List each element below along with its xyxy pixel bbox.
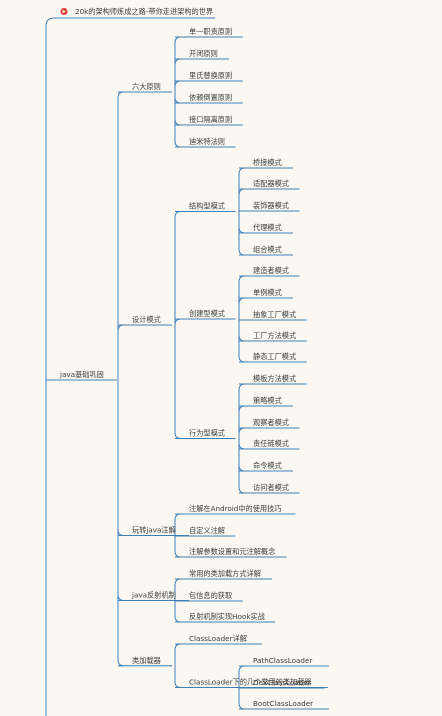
topic-label[interactable]: 创建型模式 bbox=[189, 309, 225, 318]
branch-line bbox=[117, 380, 125, 667]
topic-label[interactable]: 访问者模式 bbox=[253, 483, 289, 492]
topic-label[interactable]: 抽象工厂模式 bbox=[253, 310, 296, 319]
topic-label[interactable]: PathClassLoader bbox=[253, 656, 312, 665]
topic-label[interactable]: 类加载器 bbox=[132, 656, 161, 665]
branch-line bbox=[238, 438, 246, 472]
topic-label[interactable]: 注解在Android中的使用技巧 bbox=[189, 504, 281, 513]
topic-label[interactable]: 模板方法模式 bbox=[253, 374, 296, 383]
topic-nodes: java基础巩固 六大原则 单一职责原则开闭原则里氏替换原则依赖倒置原则接口隔离原则… bbox=[59, 27, 313, 708]
branch-line bbox=[174, 600, 182, 623]
branch-line bbox=[238, 211, 246, 234]
topic-label[interactable]: 命令模式 bbox=[253, 461, 282, 470]
topic-label[interactable]: 代理模式 bbox=[253, 223, 282, 232]
topic-label[interactable]: 单一职责原则 bbox=[189, 27, 232, 36]
branch-line bbox=[174, 211, 182, 325]
root-title: 20k的架构师炼成之路-带你走进架构的世界 bbox=[75, 7, 213, 16]
topic-label[interactable]: 单例模式 bbox=[253, 288, 282, 297]
topic-label[interactable]: 结构型模式 bbox=[189, 202, 225, 211]
topic-label[interactable]: java反射机制 bbox=[131, 591, 176, 600]
play-triangle-icon bbox=[62, 9, 66, 14]
branch-line bbox=[238, 438, 246, 450]
topic-label[interactable]: ClassLoader下的几个常用的类加载器 bbox=[189, 678, 312, 687]
branch-line bbox=[238, 687, 246, 710]
topic-label[interactable]: 责任链模式 bbox=[253, 439, 289, 448]
branch-line bbox=[174, 665, 182, 688]
branch-line bbox=[117, 91, 125, 380]
topic-label[interactable]: BootClassLoader bbox=[253, 699, 313, 708]
topic-label[interactable]: 工厂方法模式 bbox=[253, 331, 296, 340]
topic-label[interactable]: 观察者模式 bbox=[253, 418, 289, 427]
branch-line bbox=[174, 318, 182, 326]
branch-line bbox=[238, 188, 246, 212]
topic-label[interactable]: 常用的类加载方式详解 bbox=[189, 569, 261, 578]
branch-line bbox=[238, 427, 246, 439]
central-topic[interactable]: java基础巩固 bbox=[59, 370, 104, 379]
connector-lines bbox=[45, 17, 329, 716]
topic-label[interactable]: 组合模式 bbox=[253, 245, 282, 254]
branch-line bbox=[174, 58, 182, 92]
branch-line bbox=[117, 324, 125, 380]
branch-line bbox=[238, 297, 246, 319]
topic-label[interactable]: 注解参数设置和元注解概念 bbox=[189, 547, 275, 556]
topic-label[interactable]: ClassLoader详解 bbox=[189, 634, 247, 643]
branch-line bbox=[174, 92, 182, 104]
root-trunk-line bbox=[45, 17, 215, 716]
topic-label[interactable]: 自定义注解 bbox=[189, 526, 225, 535]
topic-label[interactable]: 接口隔离原则 bbox=[189, 115, 232, 124]
branch-line bbox=[174, 92, 182, 126]
branch-line bbox=[174, 535, 182, 558]
topic-label[interactable]: 玩转java注解 bbox=[132, 526, 176, 535]
branch-line bbox=[174, 325, 182, 439]
branch-line bbox=[174, 578, 182, 601]
topic-label[interactable]: DexClassLoader bbox=[253, 678, 311, 687]
root-topic[interactable]: 20k的架构师炼成之路-带你走进架构的世界 bbox=[60, 7, 213, 16]
branch-line bbox=[117, 380, 125, 536]
topic-label[interactable]: 策略模式 bbox=[253, 396, 282, 405]
branch-line bbox=[238, 319, 246, 342]
topic-label[interactable]: 依赖倒置原则 bbox=[189, 93, 232, 102]
branch-line bbox=[238, 405, 246, 439]
topic-label[interactable]: 开闭原则 bbox=[189, 49, 218, 58]
topic-label[interactable]: 装饰器模式 bbox=[253, 201, 289, 210]
topic-label[interactable]: 包信息的获取 bbox=[189, 591, 232, 600]
topic-label[interactable]: 适配器模式 bbox=[253, 179, 289, 188]
topic-label[interactable]: 行为型模式 bbox=[189, 429, 225, 438]
topic-label[interactable]: 迪米特法则 bbox=[189, 137, 225, 146]
topic-label[interactable]: 建造者模式 bbox=[253, 266, 289, 275]
topic-label[interactable]: 静态工厂模式 bbox=[253, 352, 296, 361]
branch-line bbox=[117, 380, 125, 601]
topic-label[interactable]: 里氏替换原则 bbox=[189, 71, 232, 80]
branch-line bbox=[174, 513, 182, 536]
branch-line bbox=[174, 643, 182, 666]
branch-line bbox=[174, 80, 182, 92]
topic-label[interactable]: 反射机制实现Hook实战 bbox=[189, 612, 265, 621]
topic-label[interactable]: 设计模式 bbox=[132, 315, 161, 324]
topic-label[interactable]: 六大原则 bbox=[132, 82, 161, 91]
topic-label[interactable]: 桥接模式 bbox=[253, 158, 282, 167]
